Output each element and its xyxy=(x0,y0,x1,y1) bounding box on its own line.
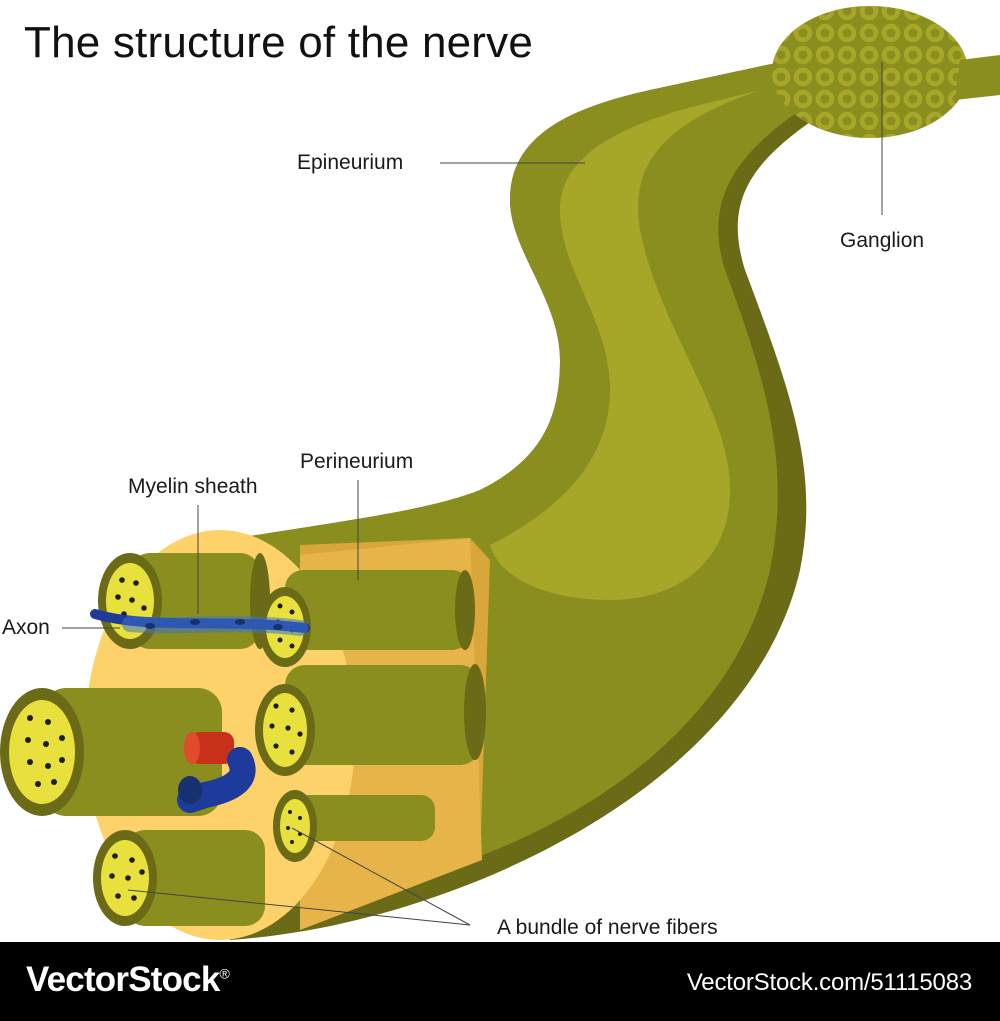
label-epineurium: Epineurium xyxy=(297,151,404,174)
fascicles xyxy=(0,553,486,926)
brand-registered-mark: ® xyxy=(219,965,230,982)
nerve-highlight xyxy=(490,90,760,600)
fascicle-middle xyxy=(255,664,486,776)
brand-name: VectorStock xyxy=(26,960,220,999)
nerve-diagram xyxy=(0,6,1000,940)
footer-url: VectorStock.com/51115083 xyxy=(686,969,972,996)
label-bundle-of-nerve-fibers: A bundle of nerve fibers xyxy=(497,916,718,939)
fascicle-small xyxy=(273,790,435,862)
nerve-fiber-dots xyxy=(25,577,303,901)
blood-vessels xyxy=(177,732,256,813)
fascicle-big-left xyxy=(0,688,222,816)
label-axon: Axon xyxy=(2,616,50,639)
label-perineurium: Perineurium xyxy=(300,450,414,473)
fascicle-top-left xyxy=(98,553,270,649)
vein xyxy=(177,747,256,813)
fascicle-bottom-left xyxy=(93,830,265,926)
footer-bar: VectorStock® VectorStock.com/51115083 xyxy=(0,942,1000,1021)
label-myelin-sheath: Myelin sheath xyxy=(128,475,258,498)
leader-lines xyxy=(62,62,883,926)
ganglion-tail xyxy=(955,55,1000,100)
ganglion xyxy=(772,6,1000,138)
label-ganglion: Ganglion xyxy=(840,229,925,252)
page-title: The structure of the nerve xyxy=(24,18,534,67)
axon-fiber xyxy=(90,609,310,636)
brand-logo: VectorStock® xyxy=(26,960,230,1000)
artery xyxy=(190,732,234,764)
